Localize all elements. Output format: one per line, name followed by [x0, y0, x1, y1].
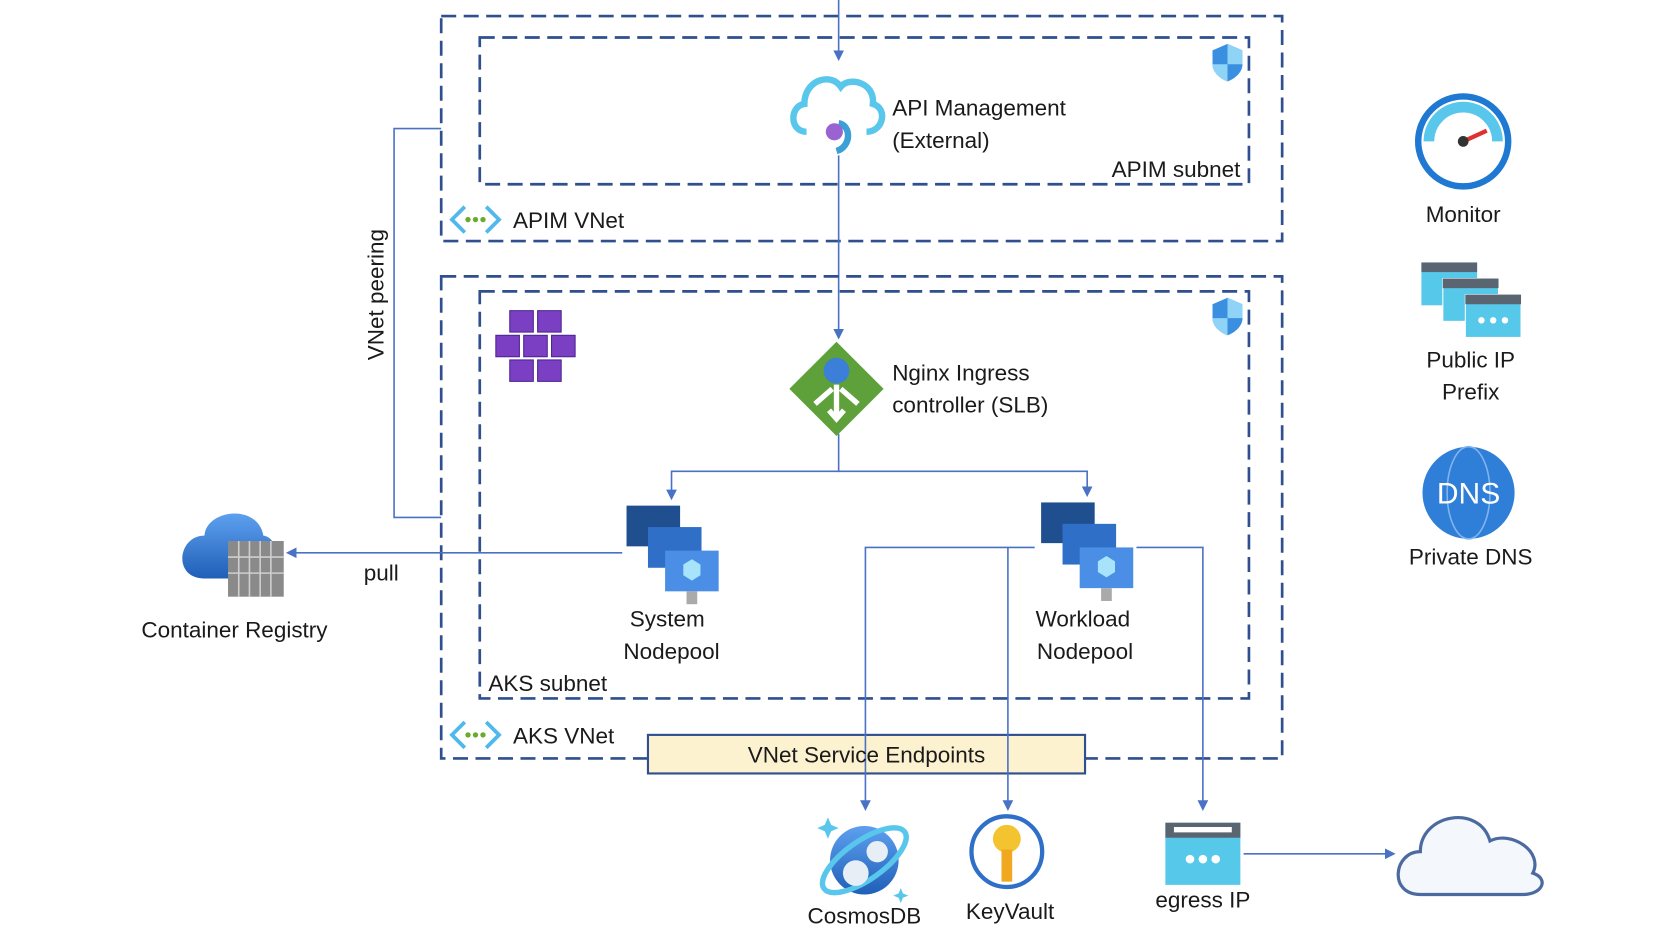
dns-icon-text: DNS	[1437, 477, 1500, 510]
internet-cloud-icon	[1396, 816, 1544, 897]
public-ip-icon	[1165, 822, 1241, 885]
vnet-peering-connector	[393, 127, 442, 519]
apim-service-label-2: (External)	[892, 128, 989, 153]
vnet-icon	[449, 720, 502, 750]
api-management-icon	[790, 76, 886, 155]
apim-service-label-1: API Management	[892, 96, 1066, 121]
apim-subnet-boundary	[478, 36, 1251, 186]
workload-nodepool-label-1: Workload	[1036, 607, 1131, 632]
public-ip-prefix-label-1: Public IP	[1426, 347, 1515, 372]
workload-nodepool-label-2: Nodepool	[1037, 639, 1133, 664]
workload-to-cosmos-connector	[860, 546, 1035, 811]
ingress-to-system-connector	[666, 433, 840, 501]
aks-subnet-boundary	[478, 290, 1251, 700]
container-registry-label: Container Registry	[141, 617, 328, 642]
public-ip-prefix-icon	[1421, 262, 1522, 338]
egress-ip-label: egress IP	[1155, 887, 1250, 912]
public-ip-prefix-label-2: Prefix	[1442, 380, 1499, 405]
apim-subnet-label: APIM subnet	[1112, 157, 1241, 182]
cosmosdb-icon	[817, 817, 909, 904]
ingress-to-workload-connector	[838, 470, 1093, 498]
system-nodepool-label-2: Nodepool	[623, 639, 719, 664]
system-nodepool-label-1: System	[630, 607, 705, 632]
keyvault-icon	[969, 814, 1045, 890]
cosmosdb-label: CosmosDB	[808, 903, 922, 928]
apim-vnet-boundary	[439, 14, 1284, 243]
aks-vnet-label: AKS VNet	[513, 723, 615, 748]
container-registry-icon	[182, 513, 284, 597]
monitor-label: Monitor	[1426, 202, 1501, 227]
nsg-shield-icon	[1212, 43, 1243, 82]
vnet-service-endpoints-label: VNet Service Endpoints	[748, 743, 985, 768]
monitor-icon	[1414, 93, 1512, 190]
ingress-label-2: controller (SLB)	[892, 392, 1048, 417]
load-balancer-icon	[789, 341, 884, 437]
vnet-peering-label: VNet peering	[363, 229, 388, 360]
kubernetes-icon	[495, 310, 576, 382]
private-dns-label: Private DNS	[1409, 545, 1533, 570]
nsg-shield-icon	[1212, 297, 1243, 336]
keyvault-label: KeyVault	[966, 899, 1055, 924]
system-nodepool-icon	[626, 505, 719, 605]
vnet-icon	[449, 205, 502, 234]
apim-vnet-label: APIM VNet	[513, 208, 625, 233]
private-dns-icon: DNS	[1422, 445, 1515, 540]
vnet-service-endpoints-box	[646, 733, 1087, 775]
workload-to-egress-connector	[1136, 546, 1209, 811]
workload-nodepool-icon	[1041, 502, 1134, 601]
ingress-label-1: Nginx Ingress	[892, 360, 1029, 385]
aks-subnet-label: AKS subnet	[488, 671, 607, 696]
pull-label: pull	[364, 561, 399, 586]
